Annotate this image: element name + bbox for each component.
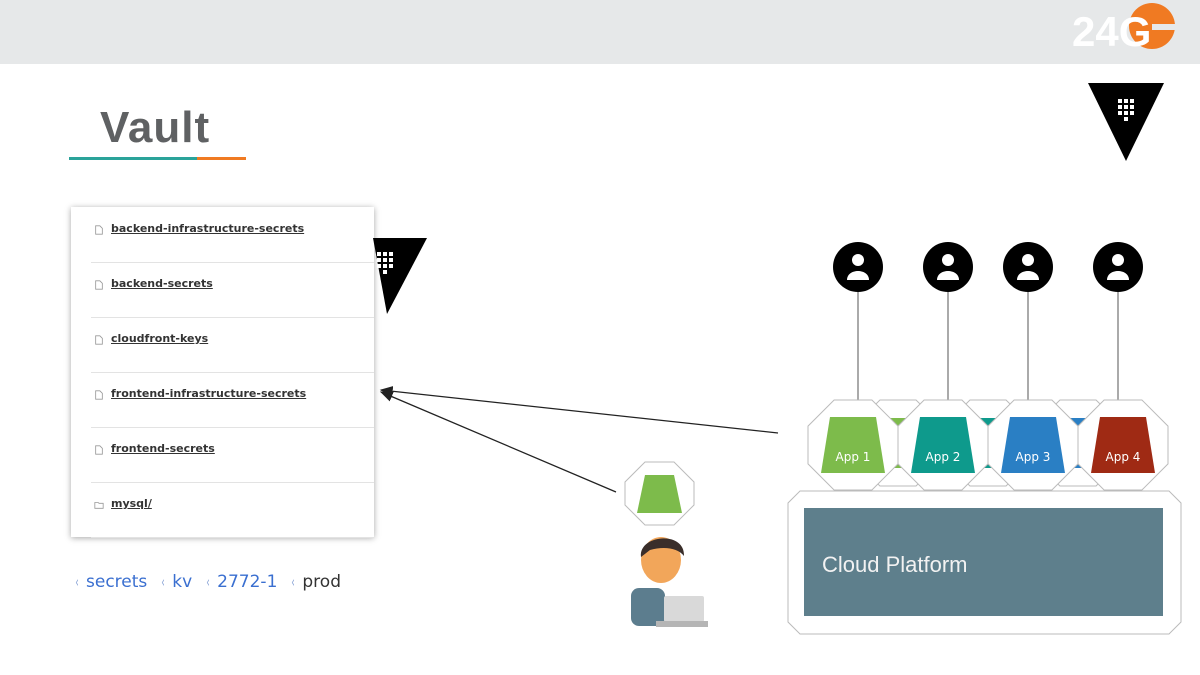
user-avatar-icon	[923, 242, 973, 292]
secret-name-link[interactable]: backend-secrets	[111, 277, 213, 290]
secret-name-link[interactable]: mysql/	[111, 497, 152, 510]
developer-app-icon	[624, 461, 695, 526]
svg-text:24G: 24G	[1072, 8, 1151, 55]
breadcrumb-item[interactable]: ‹ secrets	[74, 572, 147, 592]
app-label: App 3	[1016, 450, 1051, 464]
vault-logo-icon	[1088, 83, 1164, 161]
breadcrumb-label[interactable]: secrets	[86, 572, 148, 592]
app-node-2: App 2	[897, 399, 989, 491]
app-label: App 1	[836, 450, 871, 464]
chevron-left-icon: ‹	[75, 573, 79, 591]
secret-name-link[interactable]: frontend-secrets	[111, 442, 215, 455]
app-node-1: App 1	[807, 399, 899, 491]
developer-person-icon	[631, 537, 708, 627]
app-node-4: App 4	[1077, 399, 1169, 491]
breadcrumb: ‹ secrets ‹ kv ‹ 2772-1 ‹ prod	[74, 572, 354, 592]
arrow-platform-to-vault	[379, 386, 779, 434]
vault-small-icon	[373, 238, 427, 314]
page-title: Vault	[100, 103, 211, 152]
user-avatar-icon	[1003, 242, 1053, 292]
folder-icon	[94, 502, 104, 509]
secret-list-item[interactable]: mysql/	[91, 482, 374, 538]
secret-name-link[interactable]: cloudfront-keys	[111, 332, 209, 345]
top-banner	[0, 0, 1200, 64]
breadcrumb-item[interactable]: ‹ kv	[160, 572, 192, 592]
cloud-platform-label: Cloud Platform	[822, 552, 968, 577]
arrow-developer-to-vault	[379, 391, 617, 493]
file-icon	[95, 390, 103, 400]
breadcrumb-label[interactable]: prod	[302, 572, 341, 592]
file-icon	[95, 445, 103, 455]
chevron-left-icon: ‹	[161, 573, 166, 591]
secret-name-link[interactable]: frontend-infrastructure-secrets	[111, 387, 307, 400]
file-icon	[95, 335, 103, 345]
title-underline-orange	[197, 157, 246, 160]
chevron-left-icon: ‹	[291, 573, 296, 591]
user-avatar-icon	[1093, 242, 1143, 292]
app-label: App 4	[1106, 450, 1141, 464]
file-icon	[95, 225, 103, 235]
secret-list-item[interactable]: frontend-secrets	[91, 427, 374, 483]
breadcrumb-item[interactable]: ‹ prod	[290, 572, 341, 592]
breadcrumb-label[interactable]: kv	[172, 572, 193, 592]
24g-logo: 24G	[1072, 3, 1176, 55]
secret-name-link[interactable]: backend-infrastructure-secrets	[111, 222, 305, 235]
secrets-list-panel: backend-infrastructure-secrets backend-se…	[71, 207, 374, 538]
user-avatar-icon	[833, 242, 883, 292]
app-node-3: App 3	[987, 399, 1079, 491]
secret-list-item[interactable]: backend-secrets	[91, 262, 374, 318]
title-underline-teal	[69, 157, 197, 160]
secret-list-item[interactable]: cloudfront-keys	[91, 317, 374, 373]
chevron-left-icon: ‹	[206, 573, 210, 591]
secret-list-item[interactable]: backend-infrastructure-secrets	[91, 207, 374, 263]
file-icon	[95, 280, 103, 290]
secret-list-item[interactable]: frontend-infrastructure-secrets	[91, 372, 374, 428]
cloud-platform-box	[804, 508, 1163, 616]
breadcrumb-label[interactable]: 2772-1	[217, 572, 278, 592]
breadcrumb-item[interactable]: ‹ 2772-1	[205, 572, 277, 592]
app-label: App 2	[926, 450, 961, 464]
